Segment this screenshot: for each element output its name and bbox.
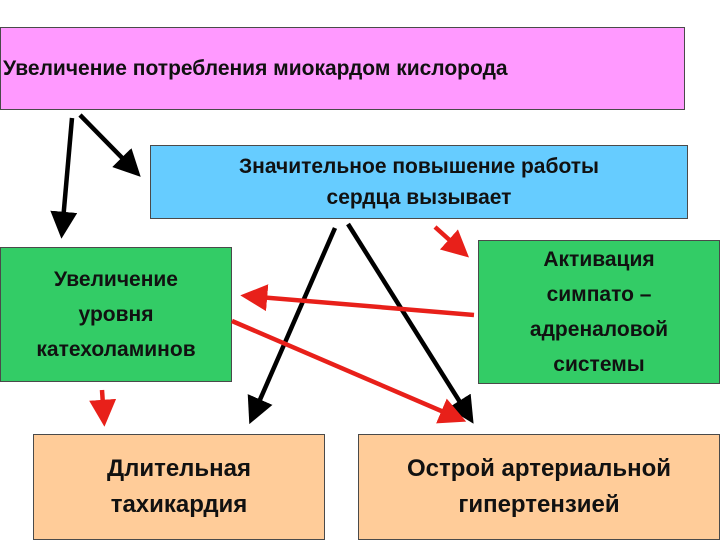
arrow-oxygen-to-catecholamines <box>50 117 78 239</box>
catecholamines-box: Увеличение уровня катехоламинов <box>0 247 232 382</box>
heart-workload-box: Значительное повышение работы сердца выз… <box>150 145 688 219</box>
heart-workload-line1: Значительное повышение работы <box>239 155 599 178</box>
tachycardia-line2: тахикардия <box>110 491 248 518</box>
arrow-catecholamines-to-hypertension <box>231 318 467 424</box>
arrow-workload-to-sympathoadrenal <box>433 225 470 258</box>
catecholamines-line2: уровня <box>78 303 154 326</box>
arrow-oxygen-to-workload <box>78 113 141 177</box>
catecholamines-line3: катехоламинов <box>36 338 196 361</box>
oxygen-demand-box: Увеличение потребления миокардом кислоро… <box>0 27 685 110</box>
oxygen-demand-text: Увеличение потребления миокардом кислоро… <box>3 56 508 80</box>
heart-workload-line2: сердца вызывает <box>326 186 512 209</box>
hypertension-line2: гипертензией <box>458 491 620 518</box>
sympathoadrenal-box: Активация симпато – адреналовой системы <box>478 240 720 384</box>
sympathoadrenal-line1: Активация <box>543 248 655 271</box>
arrow-workload-to-tachycardia <box>247 227 338 425</box>
sympathoadrenal-line3: адреналовой <box>529 318 669 341</box>
hypertension-line1: Острой артериальной <box>407 455 671 482</box>
arrow-sympathoadrenal-to-catecholamines <box>240 284 475 318</box>
arrow-workload-to-hypertension <box>346 222 474 424</box>
catecholamines-line1: Увеличение <box>54 268 178 291</box>
sympathoadrenal-line2: симпато – <box>546 283 652 306</box>
tachycardia-line1: Длительная <box>106 455 252 482</box>
hypertension-box: Острой артериальной гипертензией <box>358 434 720 540</box>
arrow-catecholamines-to-tachycardia <box>89 389 117 427</box>
sympathoadrenal-line4: системы <box>553 353 645 376</box>
